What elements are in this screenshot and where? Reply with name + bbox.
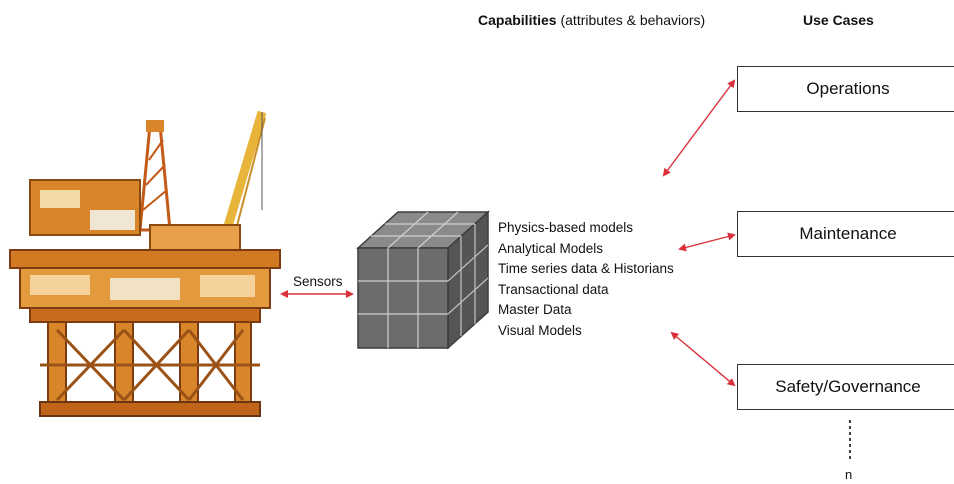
operations-arrow: [662, 79, 736, 177]
capability-item: Transactional data: [498, 281, 609, 297]
capability-item: Analytical Models: [498, 240, 604, 256]
use-case-box-safety-governance: Safety/Governance: [737, 364, 954, 410]
continuation-label: n: [845, 467, 853, 482]
use-cases-header: Use Cases: [803, 12, 874, 28]
capabilities-header-rest: (attributes & behaviors): [556, 12, 706, 28]
use-case-box-maintenance: Maintenance: [737, 211, 954, 257]
use-case-label: Safety/Governance: [775, 377, 921, 396]
digital-twin-cube: [356, 210, 490, 350]
safety-arrow: [670, 331, 736, 387]
capability-item: Visual Models: [498, 322, 582, 338]
capabilities-list: Physics-based models Analytical Models T…: [498, 218, 674, 341]
capabilities-header: Capabilities (attributes & behaviors): [478, 12, 705, 28]
oil-rig-image: [9, 110, 281, 417]
capability-item: Time series data & Historians: [498, 261, 674, 276]
maintenance-arrow: [678, 232, 736, 252]
capabilities-header-bold: Capabilities: [478, 12, 557, 28]
use-case-label: Maintenance: [799, 224, 897, 243]
use-case-label: Operations: [806, 79, 890, 98]
sensors-label: Sensors: [293, 274, 343, 289]
capability-item: Physics-based models: [498, 220, 634, 235]
capability-item: Master Data: [498, 302, 572, 317]
use-case-box-operations: Operations: [737, 66, 954, 112]
